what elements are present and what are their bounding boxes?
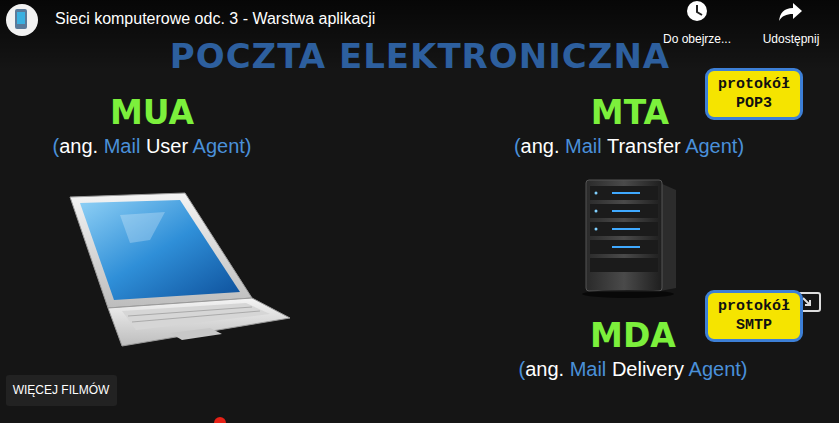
agent-full-name: (ang. Mail Transfer Agent): [514, 135, 744, 158]
progress-dot: [214, 417, 226, 423]
video-title: Sieci komputerowe odc. 3 - Warstwa aplik…: [55, 10, 375, 28]
agent-acronym: MTA: [591, 93, 669, 132]
more-videos-label: WIĘCEJ FILMÓW: [13, 383, 110, 397]
agent-full-name: (ang. Mail User Agent): [52, 135, 251, 158]
slide-title: POCZTA ELEKTRONICZNA: [170, 36, 670, 76]
protocol-badge: protokół POP3: [705, 68, 803, 120]
share-icon: [779, 3, 802, 21]
channel-avatar: [6, 4, 38, 36]
agent-acronym: MUA: [110, 93, 194, 132]
protocol-name: protokół POP3: [714, 75, 794, 113]
protocol-badge: protokół SMTP: [705, 290, 803, 342]
laptop-illustration: [70, 193, 290, 346]
watch-later-icon: [687, 1, 707, 21]
agent-acronym: MDA: [590, 316, 676, 355]
server-illustration: [582, 180, 676, 298]
share-label: Udostępnij: [763, 32, 820, 46]
protocol-name: protokół SMTP: [714, 297, 794, 335]
agent-full-name: (ang. Mail Delivery Agent): [518, 358, 747, 381]
watch-later-label: Do obejrze...: [663, 32, 731, 46]
more-videos-button: [6, 375, 117, 406]
